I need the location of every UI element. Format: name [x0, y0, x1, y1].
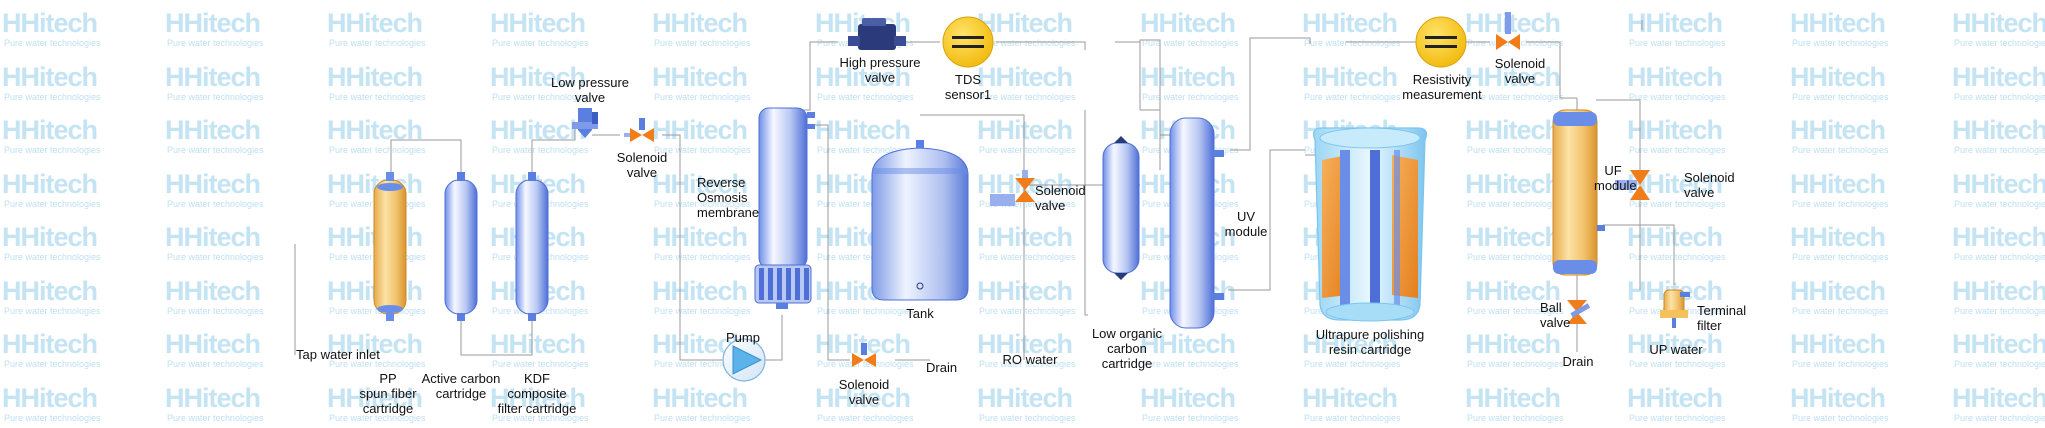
ultrapure-polishing-resin-cartridge	[1312, 127, 1428, 322]
label-low-pressure-valve: Low pressure valve	[550, 75, 630, 105]
label-active-carbon: Active carbon cartridge	[421, 371, 501, 401]
label-resistivity: Resistivity measurement	[1402, 72, 1482, 102]
solenoid-valve-top	[1496, 12, 1520, 50]
label-uv-module: UV module	[1224, 209, 1268, 239]
ball-valve	[1567, 300, 1591, 324]
label-resin-cartridge: Ultrapure polishing resin cartridge	[1315, 327, 1425, 357]
label-ball-valve: Ball valve	[1540, 300, 1571, 330]
label-solenoid-valve-1: Solenoid valve	[616, 150, 668, 180]
label-solenoid-valve-top: Solenoid valve	[1494, 56, 1546, 86]
uf-module	[1552, 109, 1605, 276]
resistivity-sensor	[1415, 16, 1467, 68]
label-tds-sensor: TDS sensor1	[944, 72, 992, 102]
pp-spun-fiber-cartridge	[373, 172, 407, 321]
label-solenoid-valve-drain: Solenoid valve	[838, 377, 890, 407]
label-ro-water: RO water	[1002, 352, 1058, 367]
low-pressure-valve	[572, 108, 598, 138]
label-terminal-filter: Terminal filter	[1697, 303, 1747, 333]
uv-module	[1169, 117, 1224, 329]
label-drain-2: Drain	[1562, 354, 1594, 369]
solenoid-valve-drain	[852, 343, 876, 367]
label-kdf: KDF composite filter cartridge	[497, 371, 577, 416]
low-organic-carbon-cartridge	[1102, 136, 1140, 280]
label-pump: Pump	[726, 330, 760, 345]
terminal-filter	[1660, 289, 1690, 328]
label-ro-membrane: Reverse Osmosis membrane	[697, 175, 760, 220]
high-pressure-valve	[848, 18, 906, 50]
label-pp-cartridge: PP spun fiber cartridge	[359, 371, 417, 416]
solenoid-valve-tank	[990, 170, 1035, 206]
label-solenoid-valve-tank: Solenoid valve	[1035, 183, 1086, 213]
reverse-osmosis-membrane	[754, 107, 815, 309]
label-solenoid-valve-uf: Solenoid valve	[1684, 170, 1735, 200]
kdf-composite-filter-cartridge	[515, 172, 549, 321]
active-carbon-cartridge	[444, 172, 478, 321]
tank	[871, 140, 969, 301]
pipe-network	[294, 20, 1675, 361]
label-tap-water-inlet: Tap water inlet	[296, 347, 380, 362]
solenoid-valve-uf	[1615, 170, 1650, 200]
label-drain-1: Drain	[926, 360, 958, 375]
label-low-organic: Low organic carbon cartridge	[1091, 326, 1163, 371]
label-uf-module: UF module	[1594, 163, 1637, 193]
label-up-water: UP water	[1649, 342, 1703, 357]
label-tank: Tank	[906, 306, 934, 321]
tds-sensor	[942, 16, 994, 68]
label-high-pressure-valve: High pressure valve	[839, 55, 921, 85]
solenoid-valve-1	[624, 118, 654, 142]
pump	[722, 338, 766, 382]
